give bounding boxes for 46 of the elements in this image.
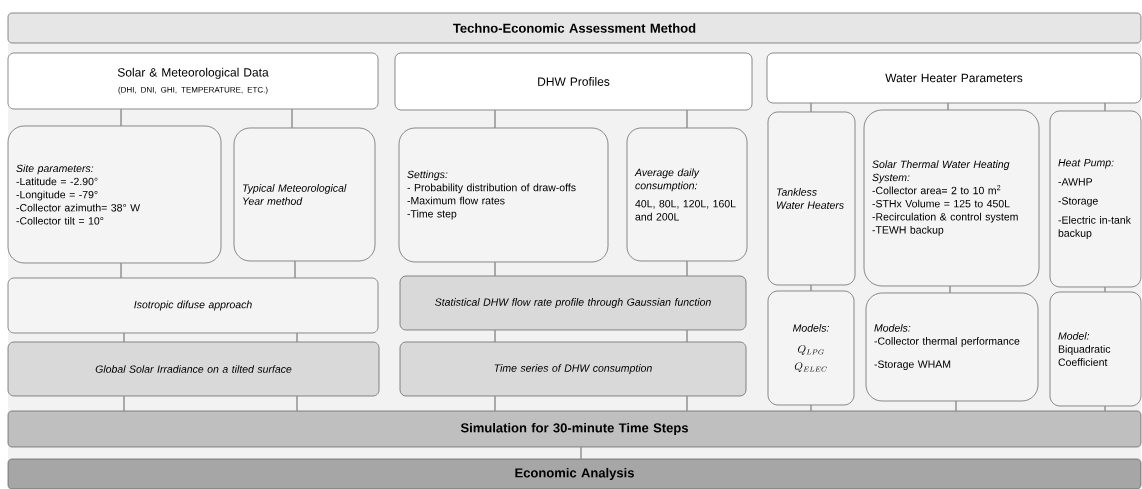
connector-line bbox=[686, 109, 688, 129]
connector-line bbox=[120, 108, 122, 127]
rounded-box: Site parameters: -Latitude = -2.90° -Longitude = -79° -Collector azimuth= 38° W -Collector tilt = 10° bbox=[7, 125, 222, 264]
connector-line bbox=[296, 395, 298, 412]
process-box: Isotropic difuse approach bbox=[7, 277, 379, 334]
connector-line bbox=[947, 102, 949, 111]
connector-line bbox=[580, 446, 582, 460]
title-band: Techno-Economic Assessment Method bbox=[7, 12, 1142, 44]
rounded-box: Model: Biquadratic Coefficient bbox=[1049, 291, 1142, 407]
process-box: Time series of DHW consumption bbox=[399, 341, 747, 397]
header-box: Solar & Meteorological Data (DHI, DNI, GHI, TEMPERATURE, ETC.) bbox=[7, 52, 379, 110]
header-box: DHW Profiles bbox=[394, 52, 753, 111]
connector-line bbox=[810, 404, 812, 412]
process-box: Global Solar Irradiance on a tilted surface bbox=[7, 341, 380, 397]
rounded-box: Tankless Water Heaters bbox=[767, 111, 856, 286]
rounded-box: Models: $Q_{LPG}$ $Q_{ELEC}$ bbox=[767, 290, 855, 406]
header-box: Water Heater Parameters bbox=[766, 52, 1142, 104]
rounded-box: Average daily consumption: 40L, 80L, 120L, 160L and 200L bbox=[626, 127, 748, 262]
connector-line bbox=[686, 260, 688, 277]
connector-line bbox=[686, 395, 688, 412]
connector-line bbox=[291, 108, 293, 129]
connector-line bbox=[494, 395, 496, 412]
connector-line bbox=[810, 102, 812, 113]
connector-line bbox=[494, 329, 496, 343]
connector-line bbox=[123, 395, 125, 412]
connector-line bbox=[294, 260, 296, 279]
rounded-box: Models: -Collector thermal performance -Storage WHAM bbox=[865, 292, 1039, 402]
connector-line bbox=[955, 400, 957, 412]
rounded-box: Solar Thermal Water Heating System: -Collector area= 2 to 10 m$^{2}$ -STHx Volume = 125 to 450L -Recirculation & control system -TEWH backup bbox=[863, 109, 1040, 287]
connector-line bbox=[1104, 102, 1106, 112]
process-band: Economic Analysis bbox=[7, 458, 1142, 489]
connector-line bbox=[810, 284, 812, 292]
connector-line bbox=[494, 261, 496, 277]
connector-line bbox=[123, 332, 125, 343]
connector-line bbox=[1104, 286, 1106, 293]
rounded-box: Settings: - Probability distribution of draw-offs -Maximum flow rates -Time step bbox=[398, 127, 609, 263]
rounded-box: Heat Pump: -AWHP -Storage -Electric in-tank backup bbox=[1049, 110, 1142, 288]
process-band: Simulation for 30-minute Time Steps bbox=[7, 410, 1142, 448]
connector-line bbox=[494, 109, 496, 129]
connector-line bbox=[949, 285, 951, 294]
connector-line bbox=[120, 262, 122, 279]
process-box: Statistical DHW flow rate profile through Gaussian function bbox=[399, 275, 747, 331]
connector-line bbox=[296, 332, 298, 343]
connector-line bbox=[686, 329, 688, 343]
rounded-box: Typical Meteorological Year method bbox=[233, 127, 376, 262]
connector-line bbox=[1104, 405, 1106, 412]
